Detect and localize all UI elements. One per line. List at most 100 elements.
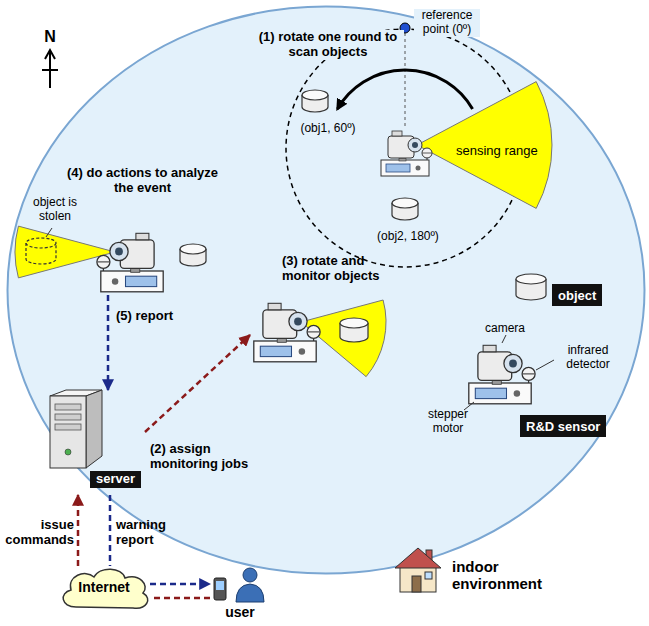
sensor-icon bbox=[381, 131, 432, 176]
rotation-arrow bbox=[337, 70, 472, 109]
compass-letter: N bbox=[44, 28, 56, 46]
house-roof bbox=[395, 548, 441, 568]
detector-band bbox=[308, 331, 320, 332]
part-label: infrared detector bbox=[556, 344, 620, 372]
house-wall bbox=[400, 566, 436, 592]
base-knob bbox=[112, 278, 119, 285]
detector-band bbox=[523, 373, 535, 374]
base-panel bbox=[475, 388, 506, 398]
event-note: object is stolen bbox=[24, 196, 86, 224]
text-holder: R&D sensor bbox=[526, 417, 600, 435]
dashed-connector bbox=[150, 583, 210, 586]
cylinder-top bbox=[180, 244, 206, 254]
object-angle: (obj2, 180º) bbox=[377, 230, 439, 244]
dashed-connector bbox=[150, 597, 210, 600]
person-head bbox=[243, 568, 257, 582]
base-knob bbox=[299, 348, 306, 355]
text-holder: stepper motor bbox=[418, 408, 478, 436]
camera-lens bbox=[110, 242, 128, 260]
legend-tag: R&D sensor bbox=[520, 415, 606, 437]
range-label: sensing range bbox=[456, 144, 538, 159]
text-holder: (5) report bbox=[116, 306, 206, 324]
text-holder: indoor environment bbox=[452, 558, 562, 593]
server-node: server bbox=[40, 390, 145, 495]
step-label: (1) rotate one round to scan objects bbox=[252, 30, 404, 60]
internet-node: Internet bbox=[58, 566, 150, 610]
reference-line bbox=[405, 33, 406, 128]
text-holder: user bbox=[210, 603, 270, 621]
object-cylinder bbox=[516, 274, 546, 300]
edge-label: warning report bbox=[116, 518, 188, 548]
step-label: (3) rotate and monitor objects bbox=[282, 254, 407, 284]
text-holder: (obj1, 60º) bbox=[290, 118, 366, 136]
cylinder-top bbox=[392, 198, 418, 208]
detector-band bbox=[98, 261, 110, 262]
infrared-detector bbox=[522, 367, 535, 380]
drive-bay bbox=[55, 424, 81, 430]
tag-text: object bbox=[558, 289, 596, 304]
drive-bay bbox=[55, 404, 81, 410]
house-door bbox=[412, 576, 421, 592]
sensing-sector bbox=[15, 226, 115, 278]
base-panel bbox=[126, 276, 157, 286]
sensing-sector bbox=[301, 300, 386, 377]
text-holder: (obj2, 180º) bbox=[370, 226, 446, 244]
house-icon bbox=[395, 548, 441, 592]
stepper-motor-base bbox=[254, 341, 316, 362]
object-cylinder bbox=[340, 318, 368, 342]
node-shape bbox=[95, 222, 170, 295]
tag-text: R&D sensor bbox=[526, 420, 600, 435]
dashed-connector bbox=[109, 495, 112, 566]
edge-label: (5) report bbox=[116, 309, 173, 324]
sensor-icon bbox=[254, 303, 320, 362]
text-holder: warning report bbox=[116, 518, 188, 548]
base-panel bbox=[260, 346, 291, 356]
camera-flash bbox=[268, 303, 281, 310]
node-shape bbox=[250, 292, 320, 362]
compass-head bbox=[45, 50, 55, 59]
sensor-node: (3) rotate and monitor objects bbox=[250, 292, 320, 362]
tag-text: server bbox=[90, 471, 141, 488]
camera-lens bbox=[408, 138, 422, 152]
cylinder-top bbox=[516, 274, 546, 284]
stepper-motor-base bbox=[101, 271, 163, 292]
reference-label: reference point (0º) bbox=[414, 9, 480, 37]
power-light bbox=[65, 449, 71, 455]
infrared-detector bbox=[422, 148, 432, 158]
step-label: (4) do actions to analyze the event bbox=[60, 166, 225, 196]
legend-tag: object bbox=[552, 284, 602, 306]
phone-screen bbox=[216, 581, 224, 590]
leader-line bbox=[46, 228, 52, 237]
object-angle: (obj1, 60º) bbox=[300, 122, 355, 136]
scan-circle-area: (1) rotate one round to scan objectsrefe… bbox=[285, 28, 525, 268]
part-label: camera bbox=[485, 322, 525, 336]
text-holder: infrared detector bbox=[556, 344, 620, 372]
text-holder: reference point (0º) bbox=[414, 9, 480, 37]
text-holder: (4) do actions to analyze the event bbox=[60, 166, 225, 196]
camera-lens bbox=[504, 354, 522, 372]
camera-lens bbox=[289, 312, 307, 330]
object-cylinder bbox=[180, 244, 206, 266]
text-holder: issue commands bbox=[2, 518, 74, 548]
environment-region: indoor environment(1) rotate one round t… bbox=[6, 5, 646, 575]
camera-lens-inner bbox=[509, 360, 517, 368]
infrared-detector bbox=[307, 325, 320, 338]
sensor-icon bbox=[97, 233, 163, 291]
dashed-connector bbox=[145, 335, 250, 432]
compass-bar bbox=[42, 69, 58, 71]
text-holder: object is stolen bbox=[24, 196, 86, 224]
user-node: user bbox=[210, 566, 270, 622]
leader-line bbox=[536, 360, 554, 370]
drive-bay bbox=[55, 414, 81, 420]
missing-object bbox=[26, 238, 56, 264]
environment-outline bbox=[8, 7, 645, 574]
cylinder-top bbox=[340, 318, 368, 328]
person-body bbox=[236, 584, 264, 602]
cylinder-top bbox=[302, 90, 328, 100]
object-cylinder bbox=[302, 90, 328, 112]
sensor-node: (4) do actions to analyze the event bbox=[95, 222, 170, 295]
region-title: indoor environment bbox=[452, 558, 562, 593]
